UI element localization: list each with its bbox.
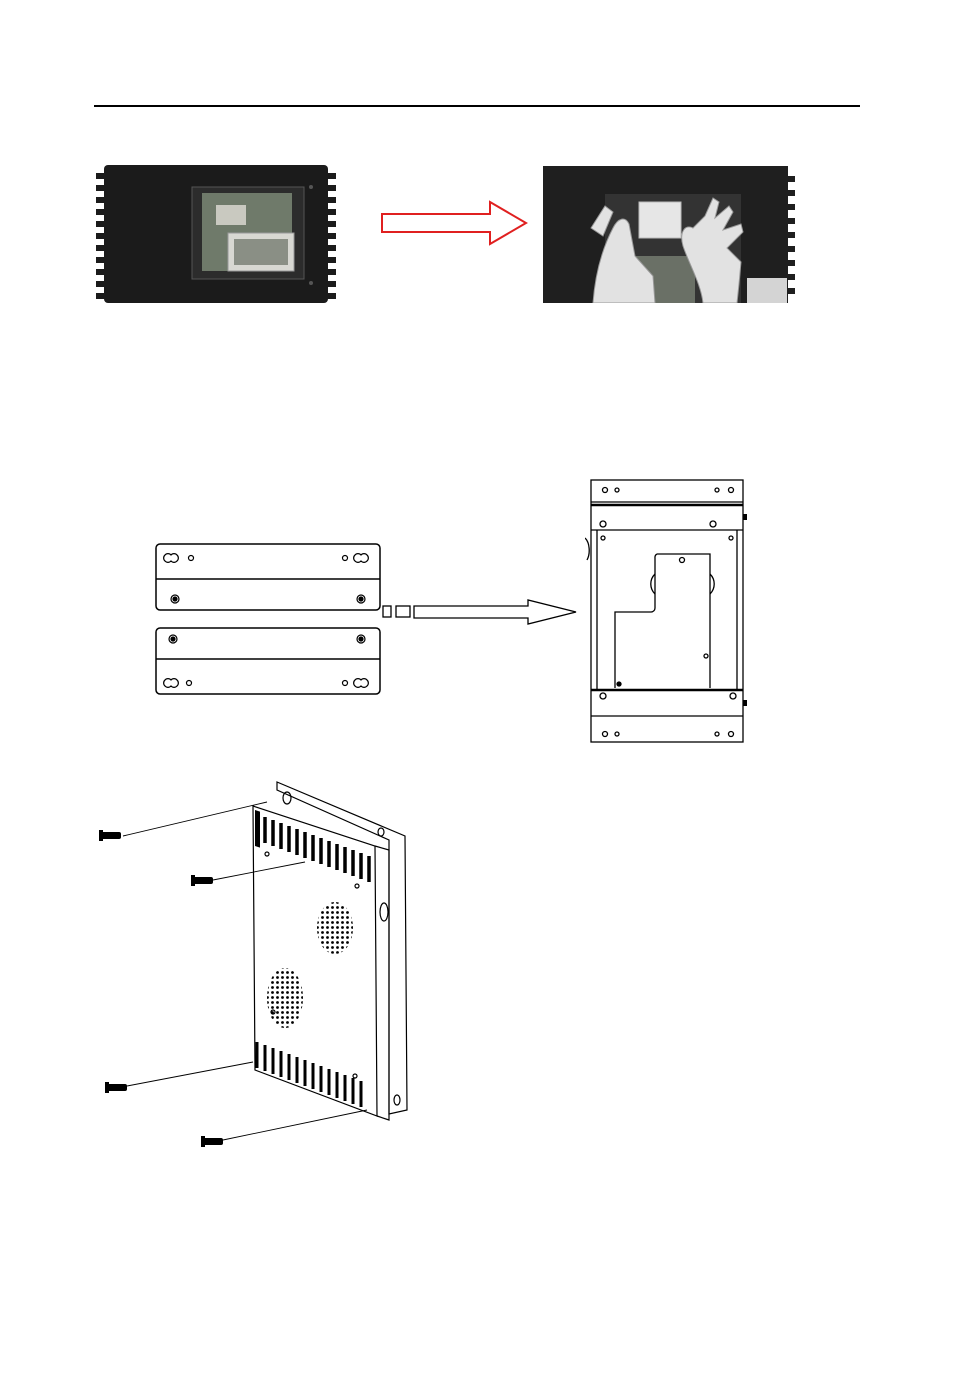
header-rule — [94, 105, 860, 107]
mounting-bracket-bottom — [155, 627, 381, 695]
device-rear-with-brackets — [585, 478, 750, 744]
right-arrow-icon — [380, 598, 580, 628]
device-bottom-open-photo — [96, 165, 336, 303]
right-arrow-icon — [380, 200, 530, 246]
hands-installing-module-photo — [543, 166, 795, 303]
mounting-bracket-top — [155, 543, 381, 611]
device-wall-mount-screws — [95, 780, 415, 1155]
